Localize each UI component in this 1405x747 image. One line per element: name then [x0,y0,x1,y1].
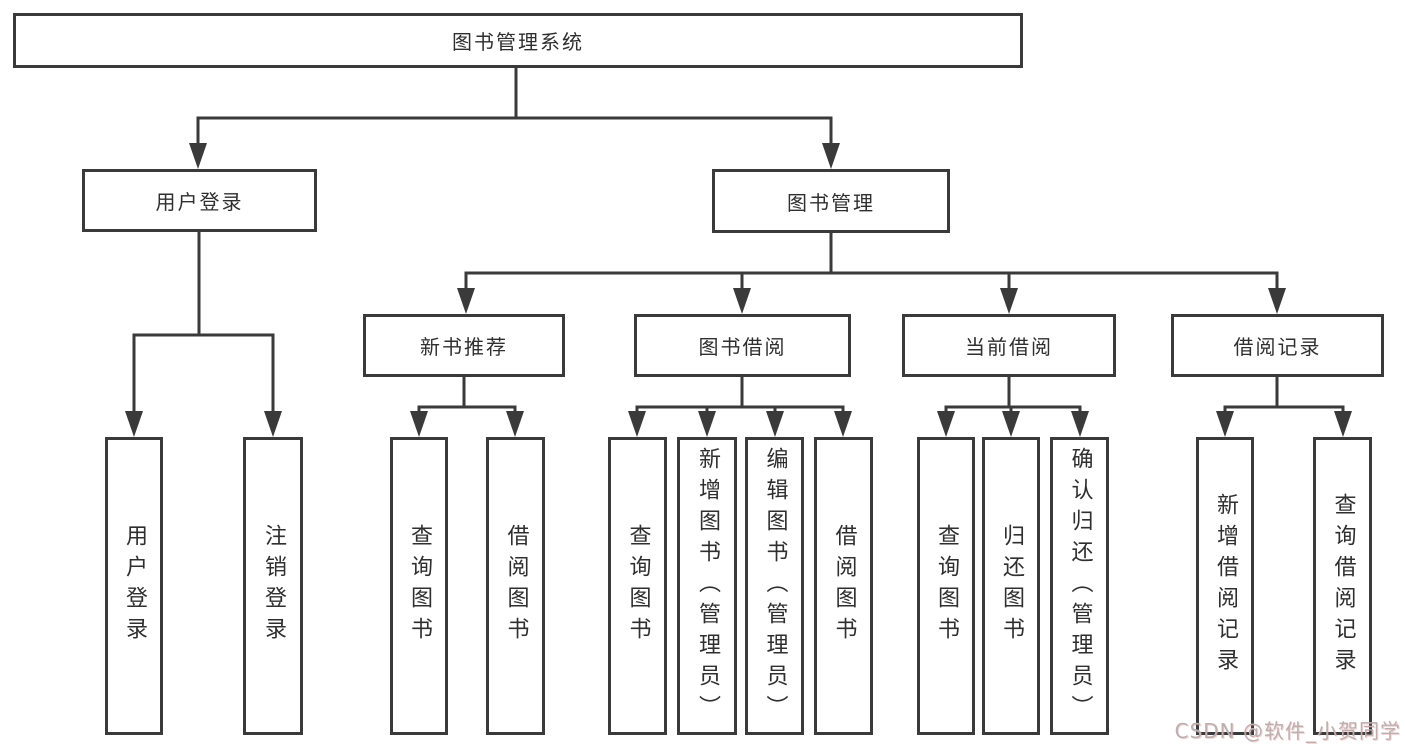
leaf-user-login-label: 用户登录 [122,524,147,648]
leaf-current-query: 查询图书 [917,437,975,735]
arrowheads [125,143,1352,437]
leaf-records-add-label: 新增借阅记录 [1213,493,1238,679]
node-current-borrow: 当前借阅 [902,314,1116,377]
leaf-newbook-query-label: 查询图书 [407,524,432,648]
leaf-current-return: 归还图书 [982,437,1040,735]
node-user-login-label: 用户登录 [155,190,244,214]
leaf-borrow-book-label: 借阅图书 [831,524,857,648]
leaf-newbook-query: 查询图书 [390,437,448,735]
node-book-borrow: 图书借阅 [634,314,851,377]
leaf-current-return-label: 归还图书 [999,524,1024,648]
leaf-current-query-label: 查询图书 [934,524,959,648]
node-new-book-recommend: 新书推荐 [363,314,565,377]
node-root-system: 图书管理系统 [13,13,1023,68]
node-new-book-recommend-label: 新书推荐 [420,335,508,359]
leaf-records-query-label: 查询借阅记录 [1330,493,1356,679]
node-borrow-records-label: 借阅记录 [1233,335,1322,359]
node-borrow-records: 借阅记录 [1171,314,1384,377]
leaf-borrow-add-admin: 新增图书（管理员） [677,437,737,735]
leaf-borrow-edit-admin: 编辑图书（管理员） [745,437,804,735]
node-book-management-label: 图书管理 [787,190,875,215]
node-current-borrow-label: 当前借阅 [965,335,1053,359]
csdn-watermark: CSDN @软件_小贺同学 [1174,719,1401,743]
node-root-label: 图书管理系统 [452,30,584,54]
leaf-borrow-book: 借阅图书 [814,437,873,735]
leaf-borrow-edit-admin-label: 编辑图书（管理员） [762,446,788,726]
leaf-logout-label: 注销登录 [261,524,286,648]
leaf-borrow-query-label: 查询图书 [625,524,651,648]
leaf-records-add: 新增借阅记录 [1196,437,1254,735]
leaf-current-confirm-admin: 确认归还（管理员） [1050,437,1109,735]
leaf-newbook-borrow: 借阅图书 [486,437,545,735]
leaf-records-query: 查询借阅记录 [1313,437,1372,735]
leaf-logout: 注销登录 [243,437,303,735]
node-book-borrow-label: 图书借阅 [698,335,787,359]
leaf-current-confirm-admin-label: 确认归还（管理员） [1067,446,1093,726]
leaf-borrow-add-admin-label: 新增图书（管理员） [695,446,720,726]
node-book-management: 图书管理 [712,169,950,233]
leaf-borrow-query: 查询图书 [608,437,667,735]
leaf-user-login: 用户登录 [105,437,163,735]
node-user-login: 用户登录 [82,169,317,232]
leaf-newbook-borrow-label: 借阅图书 [503,524,529,648]
